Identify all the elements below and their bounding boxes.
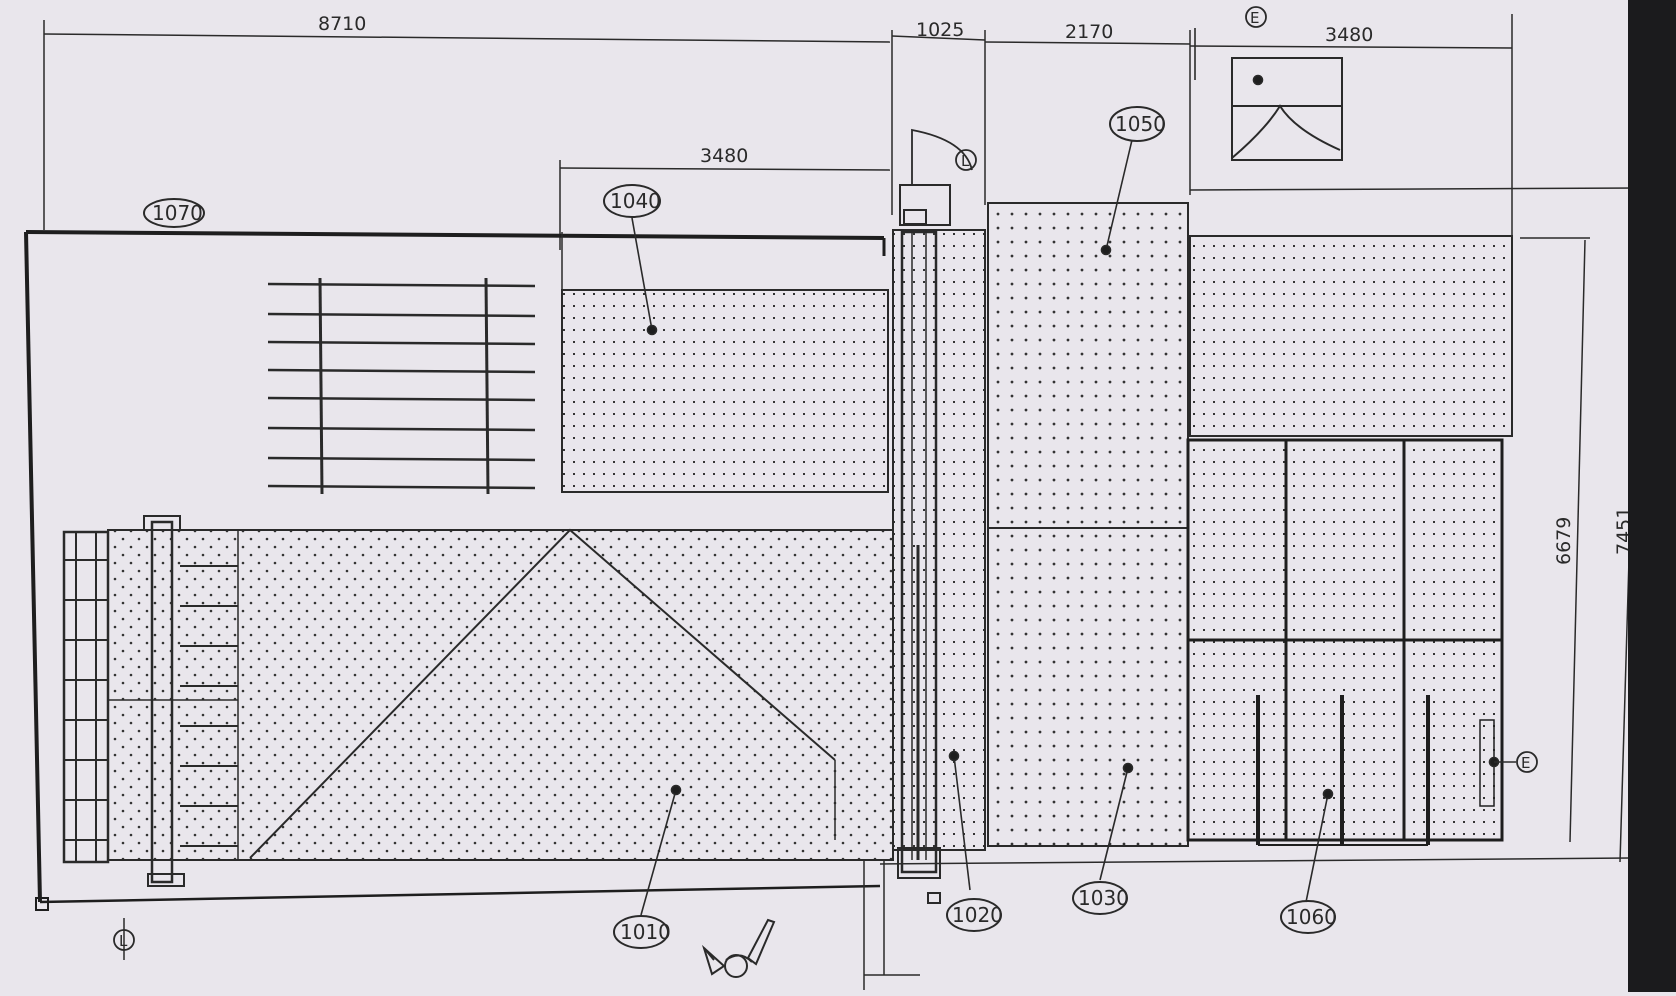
dim-2170: 2170	[1065, 21, 1113, 43]
marker-left: L	[113, 918, 135, 960]
balloon-1070: 1070	[143, 198, 205, 228]
bridge-1020	[863, 128, 986, 990]
marker-left-letter: L	[119, 932, 128, 950]
label-1020: 1020	[952, 903, 1003, 927]
label-1060: 1060	[1286, 905, 1337, 929]
dim-6679: 6679	[1553, 517, 1575, 565]
door	[1231, 57, 1343, 161]
table-1030	[987, 527, 1189, 847]
dimension-texts: 8710 1025 2170 3480 3480 6679 7451	[318, 13, 1635, 565]
storage-1060	[1186, 438, 1504, 846]
dim-3480-top: 3480	[1325, 24, 1373, 46]
marker-mid-letter: L	[961, 152, 970, 170]
dim-1025: 1025	[916, 19, 964, 41]
balloon-1030: 1030	[1072, 881, 1129, 915]
label-1030: 1030	[1078, 886, 1129, 910]
label-1040: 1040	[610, 189, 661, 213]
table-upper-right	[1189, 235, 1513, 437]
balloon-1050: 1050	[1109, 106, 1166, 142]
marker-right: E	[1516, 751, 1538, 773]
marker-right-letter: E	[1521, 754, 1530, 772]
balloon-1010: 1010	[613, 915, 671, 949]
label-1010: 1010	[620, 920, 671, 944]
marker-top-letter: E	[1250, 9, 1259, 27]
dim-8710: 8710	[318, 13, 366, 35]
screen-edge	[1628, 0, 1676, 992]
marker-mid: L	[955, 149, 977, 171]
table-1010	[107, 528, 894, 861]
loading-unit	[62, 515, 238, 887]
marker-top: E	[1245, 6, 1267, 28]
dimension-lines	[43, 14, 1641, 865]
label-1070: 1070	[152, 201, 203, 225]
table-1040	[561, 289, 889, 493]
balloon-1060: 1060	[1280, 900, 1337, 934]
dim-3480-inner: 3480	[700, 145, 748, 167]
storage-rack	[267, 277, 536, 495]
table-1050	[987, 202, 1189, 529]
leader-lines	[631, 28, 1516, 916]
operator-figure	[701, 918, 776, 978]
label-1050: 1050	[1115, 112, 1166, 136]
balloon-1040: 1040	[603, 184, 661, 218]
balloon-1020: 1020	[946, 898, 1003, 932]
frame-1070	[24, 230, 886, 911]
